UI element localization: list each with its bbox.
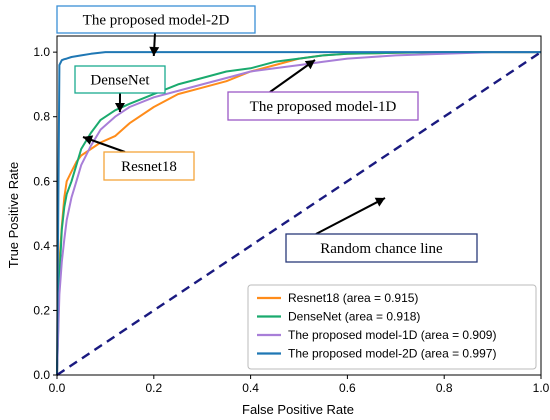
random-chance-line xyxy=(56,51,542,376)
y-tick-label: 0.8 xyxy=(33,110,50,124)
y-tick-label: 0.0 xyxy=(33,368,50,382)
annotation-box xyxy=(285,233,478,263)
annotation-label: The proposed model-1D xyxy=(250,99,397,115)
annotation-label: Resnet18 xyxy=(121,159,177,175)
annotation-box xyxy=(227,91,419,121)
roc-series-line-3 xyxy=(56,51,541,376)
annotation-arrowhead xyxy=(374,197,385,207)
legend-label: The proposed model-2D (area = 0.997) xyxy=(288,347,496,361)
annotation-arrowhead xyxy=(304,60,315,70)
annotation-box xyxy=(103,151,195,181)
annotation-box xyxy=(74,65,166,94)
x-tick-label: 0.0 xyxy=(49,381,66,395)
x-tick-label: 0.6 xyxy=(339,381,356,395)
annotation-arrowhead xyxy=(149,46,160,56)
annotation-arrowhead xyxy=(83,135,94,145)
y-tick-label: 1.0 xyxy=(33,45,50,59)
y-tick-label: 0.6 xyxy=(33,174,50,188)
x-tick-label: 0.8 xyxy=(436,381,453,395)
y-tick-label: 0.4 xyxy=(33,239,50,253)
annotation-label: DenseNet xyxy=(90,73,150,89)
axes xyxy=(56,35,542,376)
legend-label: DenseNet (area = 0.918) xyxy=(288,310,420,324)
x-tick-label: 0.4 xyxy=(242,381,259,395)
roc-series-line-2 xyxy=(56,51,541,376)
legend: Resnet18 (area = 0.915) DenseNet (area = … xyxy=(247,284,537,370)
annotation-arrowhead xyxy=(114,102,125,112)
x-tick-label: 1.0 xyxy=(533,381,550,395)
legend-box xyxy=(247,284,537,370)
x-axis-label: False Positive Rate xyxy=(242,402,354,417)
x-tick-label: 0.2 xyxy=(145,381,162,395)
y-tick-label: 0.2 xyxy=(33,303,50,317)
annotation-label: The proposed model-2D xyxy=(83,13,230,29)
plot-frame xyxy=(56,35,542,376)
y-axis-label: True Positive Rate xyxy=(6,162,21,268)
annotation-arrow-line xyxy=(315,197,386,235)
plot-area xyxy=(56,51,542,376)
legend-label: Resnet18 (area = 0.915) xyxy=(288,291,418,305)
annotation-label: Random chance line xyxy=(320,241,443,257)
roc-series-line-4 xyxy=(56,51,541,376)
annotation-box xyxy=(56,5,256,34)
legend-label: The proposed model-1D (area = 0.909) xyxy=(288,328,496,342)
annotation-arrow-line xyxy=(269,59,316,93)
ticks: 0.0 0.2 0.4 0.6 0.8 1.0 0.0 0.2 0.4 0.6 0.8 1.0 xyxy=(33,45,549,395)
